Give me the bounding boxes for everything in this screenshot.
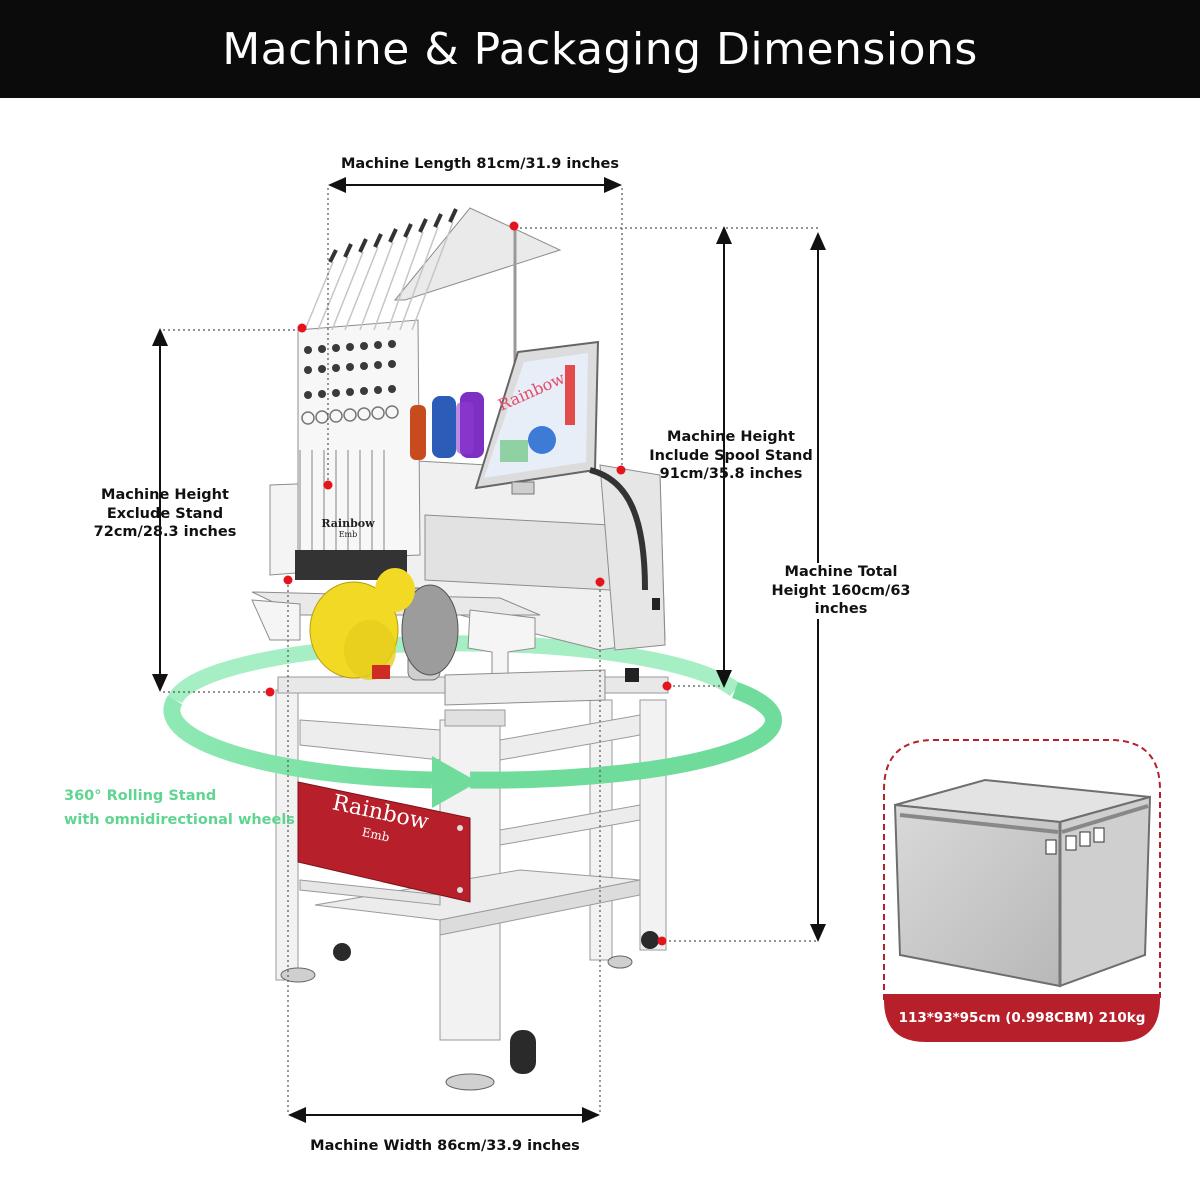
height-exclude-line3: 72cm/28.3 inches [93,524,237,540]
ring-arrow-head [432,756,478,808]
crate [893,778,1152,988]
cap [309,568,415,680]
width-label: Machine Width 86cm/33.9 inches [310,1138,580,1154]
dimension-lines [152,177,826,1123]
feature-line1: 360° Rolling Stand [64,788,217,804]
feature-line2: with omnidirectional wheels [64,812,295,828]
brand-name-small: Rainbow [321,517,375,530]
needle-head [295,340,407,580]
title-banner: Machine & Packaging Dimensions [0,0,1200,98]
package-dimensions-caption: 113*93*95cm (0.998CBM) 210kg [898,1010,1146,1026]
package-frame [883,739,1161,1042]
thread-spools [410,392,484,460]
brand-head-logo: Rainbow Emb [318,518,378,540]
rolling-ring-front [469,682,782,789]
page-title: Machine & Packaging Dimensions [222,23,978,75]
height-total-line2: Height 160cm/63 inches [771,582,911,618]
length-label: Machine Length 81cm/31.9 inches [340,156,620,172]
touch-screen [474,340,600,495]
height-total-line1: Machine Total [784,564,898,580]
thread-stand [304,207,562,440]
measurement-points [265,221,672,946]
height-exclude-label: Machine Height Exclude Stand 72cm/28.3 i… [80,486,250,542]
casters [280,931,659,1091]
side-cabinet [589,464,666,682]
height-exclude-line1: Machine Height [101,487,229,503]
rolling-stand-feature: 360° Rolling Stand with omnidirectional … [64,784,304,832]
height-include-line3: 91cm/35.8 inches [659,466,803,482]
height-exclude-line2: Exclude Stand [106,505,224,522]
machine-body [251,319,666,706]
brand-sub-small: Emb [338,530,358,539]
height-include-line2: Include Spool Stand [649,447,813,464]
height-include-label: Machine Height Include Spool Stand 91cm/… [640,428,822,484]
brand-panel [297,781,471,903]
height-total-label: Machine Total Height 160cm/63 inches [745,563,937,619]
height-include-line1: Machine Height [667,429,795,445]
